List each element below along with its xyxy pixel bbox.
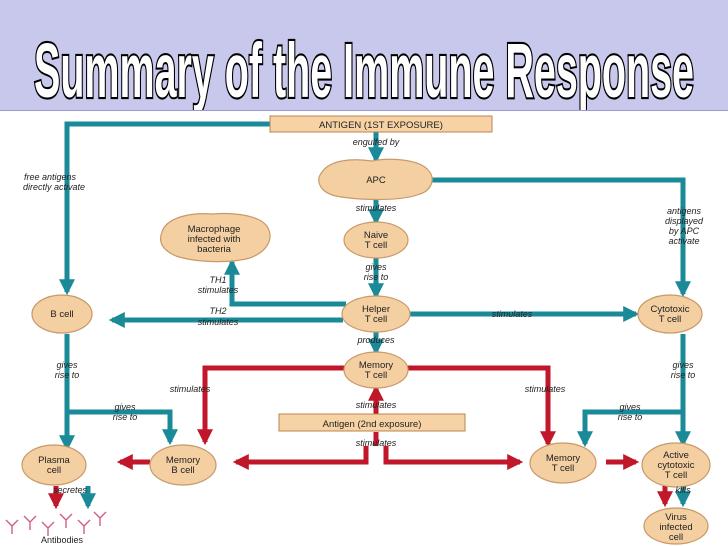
antibody-icon: [59, 513, 73, 528]
plasma-cell: [21, 444, 87, 486]
naive-label-1: Naive: [364, 230, 388, 241]
macrophage-label-3: bacteria: [197, 244, 232, 255]
memoryt-center-label-2: T cell: [365, 370, 388, 381]
label-stimulates-left: stimulates: [170, 384, 211, 394]
page-title: Summary of the Immune Response: [34, 28, 694, 110]
antibody-icon: [41, 521, 55, 536]
label-antibodies: Antibodies: [41, 535, 84, 545]
antibody-icon: [93, 511, 107, 526]
label-th1: TH1: [209, 275, 226, 285]
antibody-icon: [23, 515, 37, 530]
label-produces: produces: [356, 335, 395, 345]
label-th2-stimulates: stimulates: [198, 317, 239, 327]
label-engulfed-by: engulfed by: [353, 137, 400, 147]
label-antigens-2: displayed: [665, 216, 704, 226]
label-antigens-3: by APC: [669, 226, 700, 236]
label-stimulates-cyto: stimulates: [492, 309, 533, 319]
memory-t-center-cell: [343, 351, 409, 389]
label-gives-memt-2: rise to: [618, 412, 643, 422]
cytotoxic-label-1: Cytotoxic: [650, 304, 689, 315]
memoryb-label-1: Memory: [166, 455, 201, 466]
cytotoxic-label-2: T cell: [659, 314, 682, 325]
active-label-2: cytotoxic: [658, 460, 695, 471]
red-arrows: [47, 365, 674, 510]
antigen-first-box: ANTIGEN (1ST EXPOSURE): [269, 115, 493, 133]
arrow-antigen2-to-memoryb: [232, 446, 369, 471]
antibodies-graphic: [5, 511, 107, 536]
label-gives-naive-2: rise to: [364, 272, 389, 282]
antigen-first-label: ANTIGEN (1ST EXPOSURE): [319, 120, 443, 131]
cytotoxic-t-cell: [637, 294, 703, 334]
label-free-antigens-1: free antigens: [24, 172, 77, 182]
label-stimulates-apc: stimulates: [356, 203, 397, 213]
antibody-icon: [77, 519, 91, 534]
label-gives-cyto-2: rise to: [671, 370, 696, 380]
apc-label: APC: [366, 175, 386, 186]
label-gives-b-2: rise to: [55, 370, 80, 380]
plasma-label-1: Plasma: [38, 455, 70, 466]
label-free-antigens-2: directly activate: [23, 182, 85, 192]
active-label-1: Active: [663, 450, 689, 461]
label-antigens-1: antigens: [667, 206, 702, 216]
title-banner: Summary of the Immune Response: [0, 0, 728, 111]
label-kills: kills: [676, 485, 691, 495]
label-gives-memt-1: gives: [619, 402, 641, 412]
label-stimulates-second: stimulates: [356, 438, 397, 448]
memoryb-label-2: B cell: [171, 465, 194, 476]
arrow-apc-to-cytotoxic: [430, 177, 692, 298]
virus-label-2: infected: [659, 522, 692, 533]
arrow-memoryt-to-memoryb: [196, 365, 346, 446]
memory-t-right-cell: [529, 442, 597, 484]
arrow-helper-to-macrophage: [223, 258, 346, 307]
macrophage-cell: [159, 212, 271, 263]
label-gives-memb-1: gives: [114, 402, 136, 412]
arrow-antigen2-to-memorytright: [383, 446, 524, 471]
arrow-memoryt-to-memorytright: [406, 365, 557, 448]
memoryt-right-label-2: T cell: [552, 463, 575, 474]
teal-arrows: [58, 121, 692, 510]
memoryt-center-label-1: Memory: [359, 360, 394, 371]
helper-label-1: Helper: [362, 304, 390, 315]
naive-label-2: T cell: [365, 240, 388, 251]
active-cytotoxic-cell: [641, 442, 711, 488]
bcell-label: B cell: [50, 309, 73, 320]
label-secretes: secretes: [53, 485, 88, 495]
label-th1-stimulates: stimulates: [198, 285, 239, 295]
antibody-icon: [5, 519, 19, 534]
antigen-second-label: Antigen (2nd exposure): [323, 419, 422, 430]
arrow-bcell-to-memoryb: [67, 409, 179, 446]
memory-b-cell: [149, 444, 217, 486]
virus-label-3: cell: [669, 532, 683, 543]
label-gives-naive-1: gives: [365, 262, 387, 272]
helper-label-2: T cell: [365, 314, 388, 325]
naive-t-cell: [343, 221, 409, 259]
apc-cell: [318, 158, 433, 201]
macrophage-label-1: Macrophage: [188, 224, 241, 235]
memoryt-right-label-1: Memory: [546, 453, 581, 464]
label-antigens-4: activate: [668, 236, 699, 246]
virus-label-1: Virus: [665, 512, 687, 523]
virus-infected-cell: [643, 507, 709, 545]
label-stimulates-right: stimulates: [525, 384, 566, 394]
active-label-3: T cell: [665, 470, 688, 481]
label-gives-memb-2: rise to: [113, 412, 138, 422]
label-gives-cyto-1: gives: [672, 360, 694, 370]
b-cell: [31, 294, 93, 334]
macrophage-label-2: infected with: [188, 234, 241, 245]
label-gives-b-1: gives: [56, 360, 78, 370]
arrow-antigen-to-bcell: [58, 121, 270, 296]
label-th2: TH2: [209, 306, 226, 316]
arrow-cytotoxic-to-memoryt: [576, 409, 683, 448]
label-stimulates-mem-center: stimulates: [356, 400, 397, 410]
antigen-second-box: Antigen (2nd exposure): [278, 413, 466, 432]
title-graphic: Summary of the Immune Response: [32, 27, 695, 110]
helper-t-cell: [341, 295, 411, 333]
plasma-label-2: cell: [47, 465, 61, 476]
